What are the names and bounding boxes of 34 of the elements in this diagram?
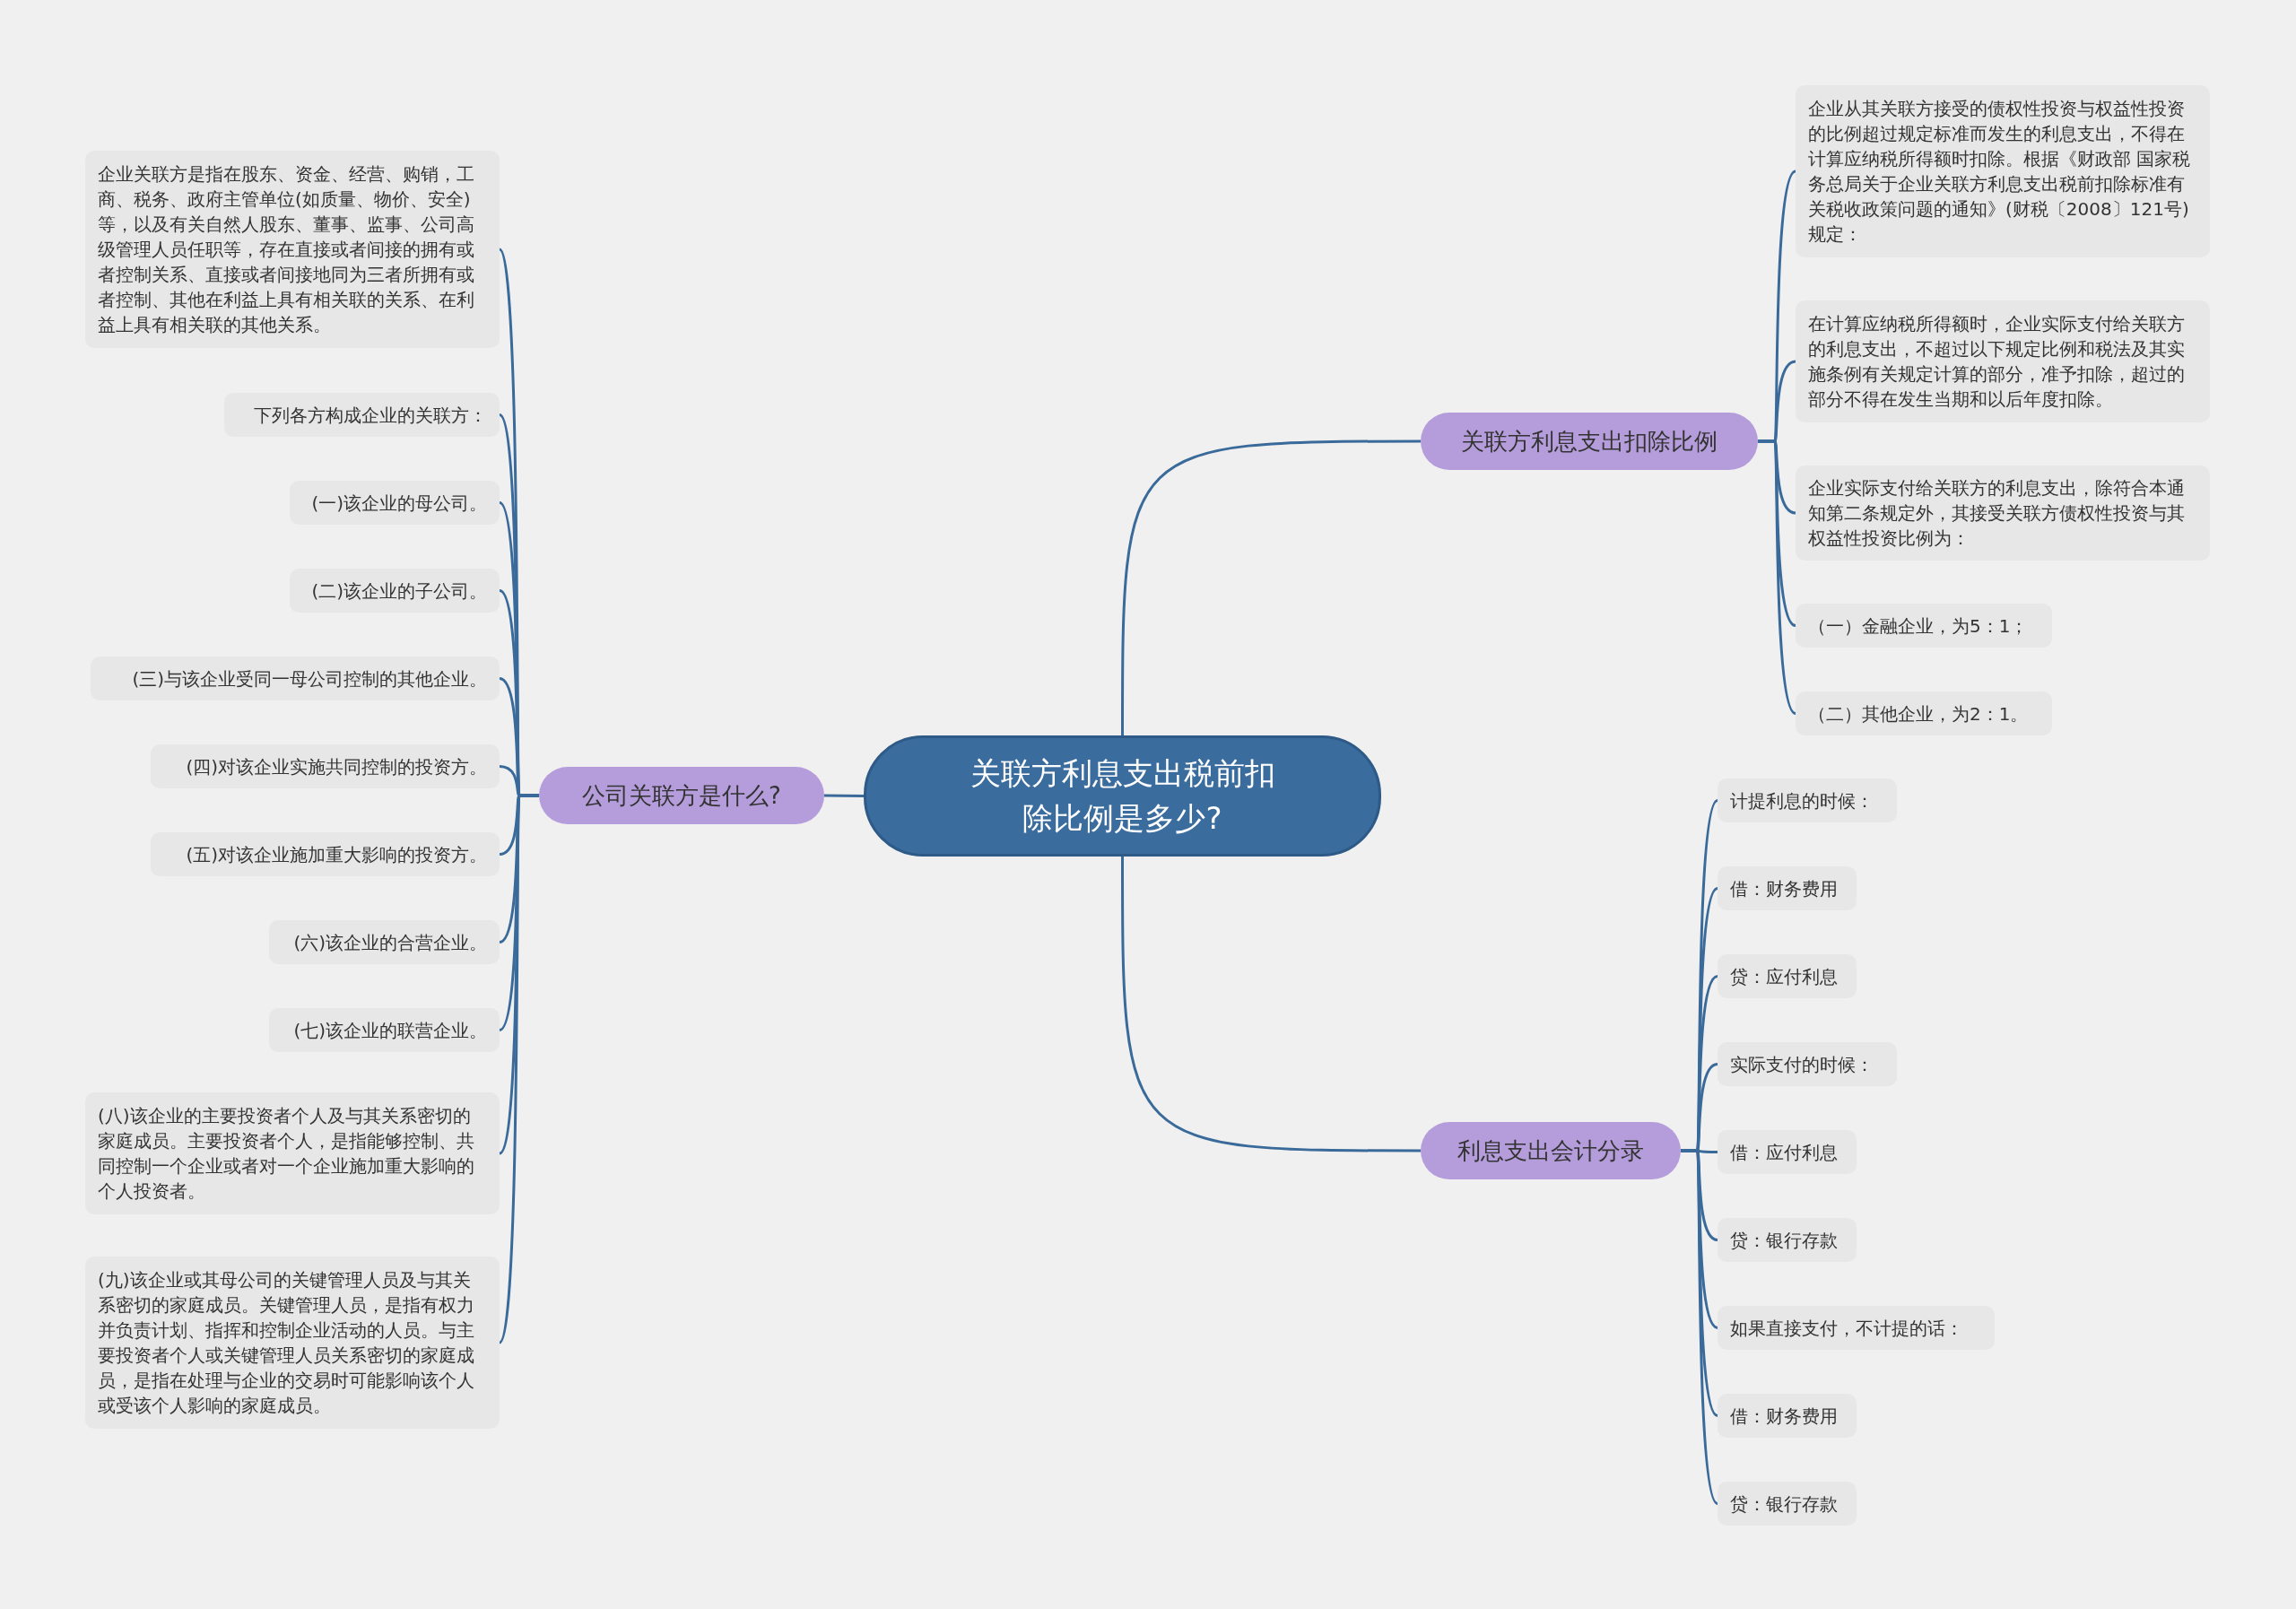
leaf-topic: 借：财务费用 bbox=[1718, 866, 1857, 910]
leaf-topic: 借：财务费用 bbox=[1718, 1394, 1857, 1438]
leaf-topic: (三)与该企业受同一母公司控制的其他企业。 bbox=[91, 657, 500, 700]
leaf-topic: (四)对该企业实施共同控制的投资方。 bbox=[151, 744, 500, 788]
leaf-topic: 计提利息的时候： bbox=[1718, 778, 1897, 822]
connector bbox=[1681, 1149, 1719, 1505]
leaf-topic: (八)该企业的主要投资者个人及与其关系密切的家庭成员。主要投资者个人，是指能够控制、共同控制一个企业或者对一个企业施加重大影响的个人投资者。 bbox=[85, 1092, 500, 1214]
leaf-topic: (六)该企业的合营企业。 bbox=[269, 920, 500, 964]
leaf-topic: 借：应付利息 bbox=[1718, 1130, 1857, 1174]
leaf-topic: 企业关联方是指在股东、资金、经营、购销，工商、税务、政府主管单位(如质量、物价、安全)等，以及有关自然人股东、董事、监事、公司高级管理人员任职等，存在直接或者间接的拥有或者控制关系、直接或者间接地同为三者所拥有或者控制、其他在利益上具有相关联的关系、在利益上具有相关联的其他关系。 bbox=[85, 151, 500, 348]
leaf-topic: 下列各方构成企业的关联方： bbox=[224, 393, 500, 437]
leaf-topic: (五)对该企业施加重大影响的投资方。 bbox=[151, 832, 500, 876]
connector bbox=[824, 794, 864, 797]
leaf-topic: 贷：应付利息 bbox=[1718, 954, 1857, 998]
leaf-topic: 贷：银行存款 bbox=[1718, 1218, 1857, 1262]
leaf-topic: （一）金融企业，为5：1； bbox=[1796, 604, 2052, 648]
leaf-topic: (七)该企业的联营企业。 bbox=[269, 1008, 500, 1052]
leaf-topic: 如果直接支付，不计提的话： bbox=[1718, 1306, 1995, 1350]
leaf-topic: (一)该企业的母公司。 bbox=[290, 481, 500, 525]
branch-topic: 利息支出会计分录 bbox=[1421, 1122, 1681, 1179]
leaf-topic: (二)该企业的子公司。 bbox=[290, 569, 500, 613]
connector bbox=[1121, 857, 1421, 1152]
leaf-topic: 在计算应纳税所得额时，企业实际支付给关联方的利息支出，不超过以下规定比例和税法及其实施条例有关规定计算的部分，准予扣除，超过的部分不得在发生当期和以后年度扣除。 bbox=[1796, 300, 2210, 422]
leaf-topic: 企业从其关联方接受的债权性投资与权益性投资的比例超过规定标准而发生的利息支出，不得在计算应纳税所得额时扣除。根据《财政部 国家税务总局关于企业关联方利息支出税前扣除标准有关税收政策问题的通知》(财税〔2008〕121号)规定： bbox=[1796, 85, 2210, 257]
branch-topic: 关联方利息支出扣除比例 bbox=[1421, 413, 1758, 470]
leaf-topic: （二）其他企业，为2：1。 bbox=[1796, 691, 2052, 735]
connector bbox=[1758, 439, 1797, 715]
leaf-topic: 企业实际支付给关联方的利息支出，除符合本通知第二条规定外，其接受关联方债权性投资与其权益性投资比例为： bbox=[1796, 465, 2210, 561]
leaf-topic: 实际支付的时候： bbox=[1718, 1042, 1897, 1086]
connector bbox=[1121, 439, 1421, 735]
branch-topic: 公司关联方是什么? bbox=[539, 767, 824, 824]
leaf-topic: 贷：银行存款 bbox=[1718, 1482, 1857, 1526]
central-topic: 关联方利息支出税前扣除比例是多少? bbox=[864, 735, 1381, 857]
leaf-topic: (九)该企业或其母公司的关键管理人员及与其关系密切的家庭成员。关键管理人员，是指有权力并负责计划、指挥和控制企业活动的人员。与主要投资者个人或关键管理人员关系密切的家庭成员，是指在处理与企业的交易时可能影响该个人或受该个人影响的家庭成员。 bbox=[85, 1257, 500, 1429]
